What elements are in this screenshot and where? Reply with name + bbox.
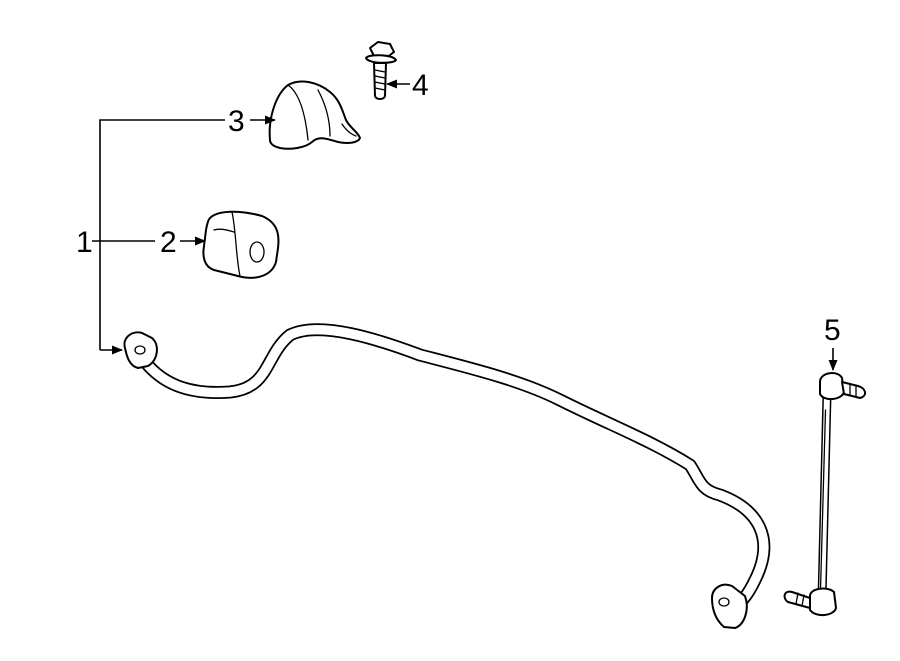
bracket — [268, 80, 361, 150]
bolt — [365, 41, 397, 100]
callout-1: 1 — [76, 226, 93, 259]
stabilizer-bar — [123, 323, 771, 629]
callout-2: 2 — [160, 226, 177, 259]
callout-4: 4 — [412, 69, 429, 102]
leader-lines — [92, 79, 838, 372]
stabilizer-link — [783, 372, 866, 616]
callout-3: 3 — [228, 105, 245, 138]
bushing — [202, 210, 280, 279]
callout-5: 5 — [824, 314, 841, 347]
